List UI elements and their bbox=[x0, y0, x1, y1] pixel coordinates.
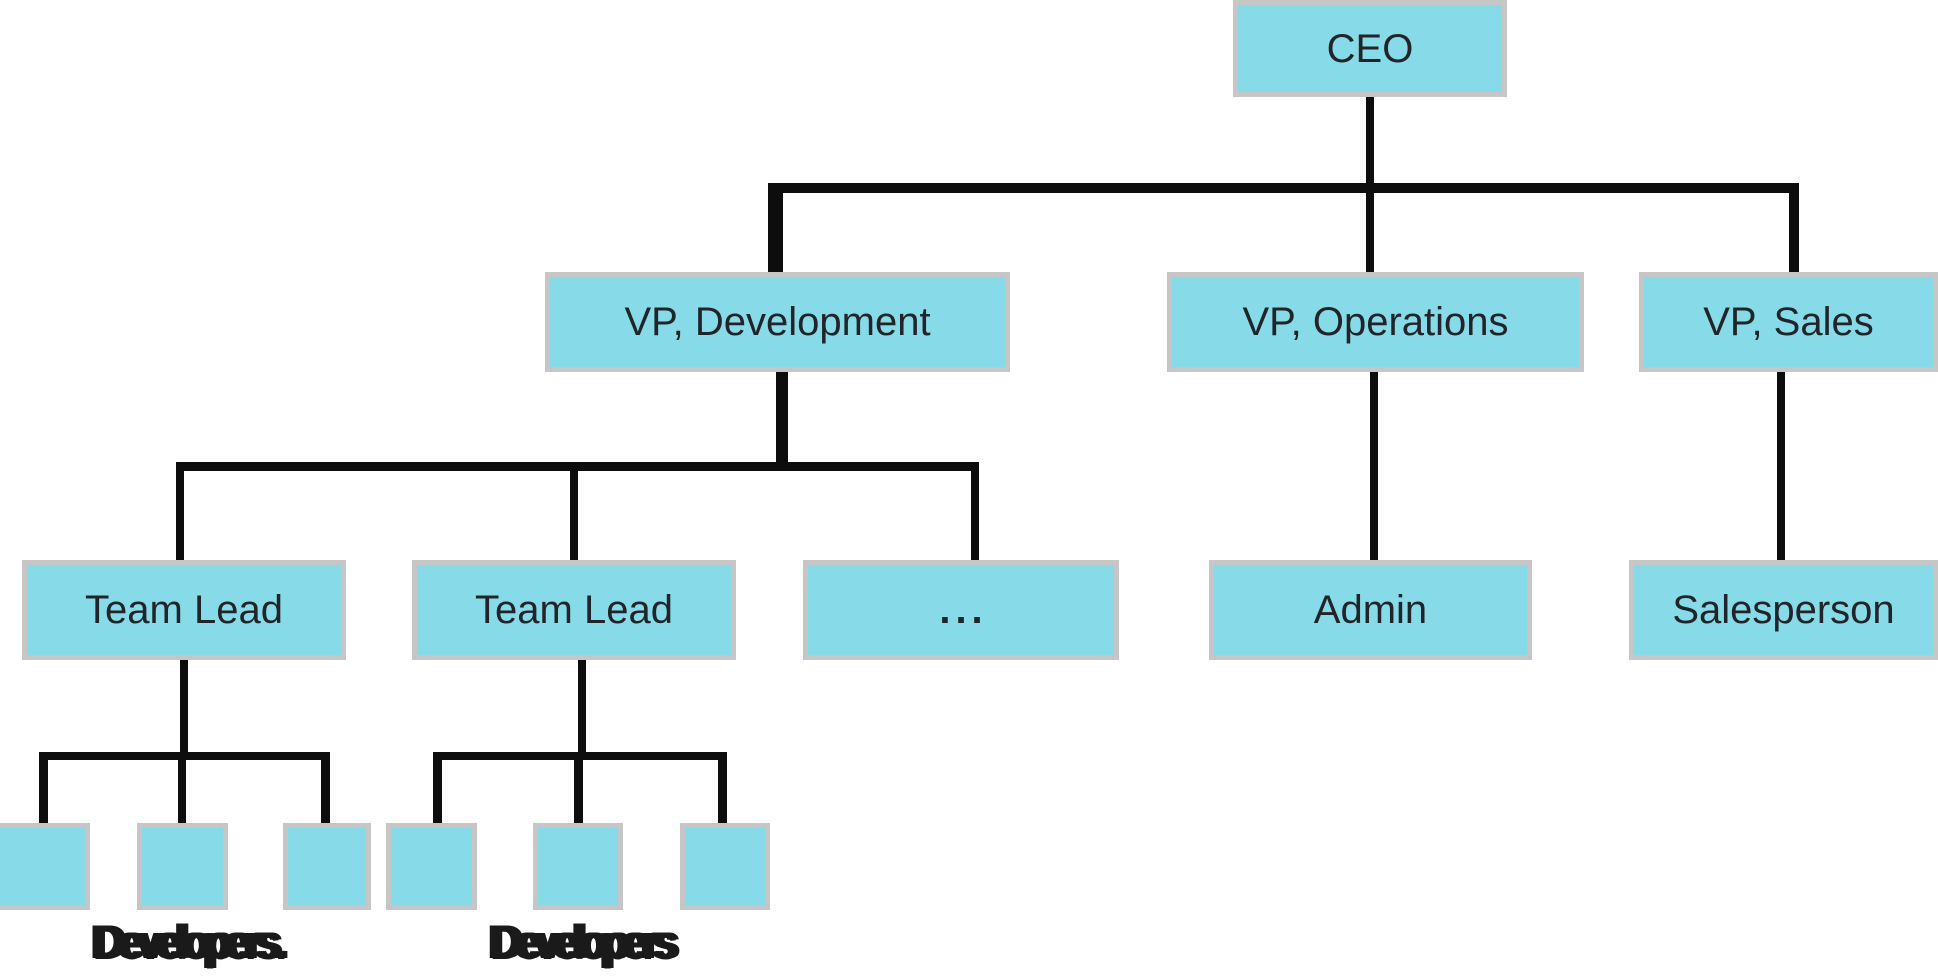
developer-box bbox=[0, 823, 90, 910]
connector-drop-developer-1 bbox=[39, 752, 48, 826]
connector-drop-developer-6 bbox=[718, 752, 727, 826]
connector-drop-developer-3 bbox=[321, 752, 330, 826]
node-vp-development: VP, Development bbox=[545, 272, 1010, 372]
node-team-lead-1-label: Team Lead bbox=[85, 588, 283, 632]
node-vp-operations-label: VP, Operations bbox=[1242, 300, 1509, 344]
developer-box bbox=[680, 823, 770, 910]
node-salesperson-label: Salesperson bbox=[1672, 588, 1895, 632]
connector-team-lead-1-stem bbox=[180, 658, 188, 755]
connector-drop-vp-operations bbox=[1366, 188, 1374, 274]
node-team-lead-2: Team Lead bbox=[412, 560, 736, 660]
node-team-lead-2-label: Team Lead bbox=[475, 588, 673, 632]
connector-drop-more bbox=[971, 462, 979, 562]
connector-drop-vp-development bbox=[768, 183, 783, 274]
connector-vp-sales-to-salesperson bbox=[1777, 370, 1785, 562]
connector-ceo-children-horizontal bbox=[768, 183, 1799, 193]
connector-ceo-stem bbox=[1366, 97, 1374, 188]
developer-box bbox=[283, 823, 371, 910]
connector-drop-developer-2 bbox=[178, 752, 186, 826]
node-admin: Admin bbox=[1209, 560, 1532, 660]
node-more: ... bbox=[803, 560, 1119, 660]
connector-vp-development-stem bbox=[776, 370, 788, 466]
connector-drop-team-lead-1 bbox=[176, 462, 184, 562]
connector-drop-developer-4 bbox=[433, 752, 442, 826]
connector-drop-developer-5 bbox=[574, 752, 583, 826]
developer-box bbox=[386, 823, 477, 910]
node-vp-sales: VP, Sales bbox=[1639, 272, 1938, 372]
connector-team-lead-2-stem bbox=[578, 658, 586, 755]
node-vp-development-label: VP, Development bbox=[624, 300, 931, 344]
developers-group-1-label: Developers. bbox=[91, 914, 286, 969]
node-admin-label: Admin bbox=[1313, 588, 1428, 632]
developer-box bbox=[533, 823, 623, 910]
node-ceo-label: CEO bbox=[1326, 26, 1414, 71]
node-more-label: ... bbox=[939, 588, 988, 632]
node-vp-operations: VP, Operations bbox=[1167, 272, 1584, 372]
node-ceo: CEO bbox=[1233, 0, 1507, 97]
node-team-lead-1: Team Lead bbox=[22, 560, 346, 660]
node-vp-sales-label: VP, Sales bbox=[1703, 300, 1874, 344]
connector-vp-operations-to-admin bbox=[1370, 370, 1378, 562]
developers-group-2-label: Developers bbox=[488, 914, 678, 969]
developer-box bbox=[137, 823, 228, 910]
connector-drop-team-lead-2 bbox=[570, 462, 578, 562]
node-salesperson: Salesperson bbox=[1629, 560, 1938, 660]
connector-drop-vp-sales bbox=[1789, 183, 1799, 274]
